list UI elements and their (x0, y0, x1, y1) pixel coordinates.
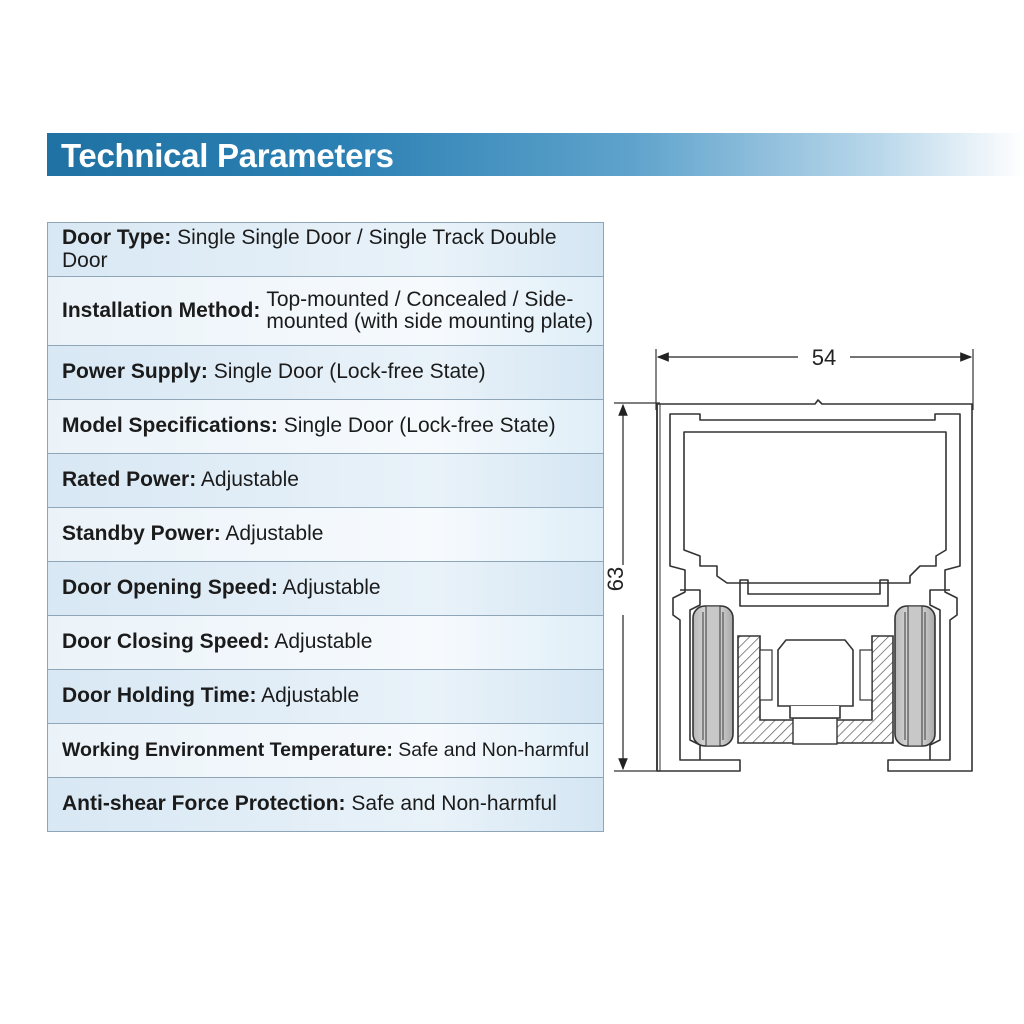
param-label: Standby Power: (62, 522, 221, 546)
param-row-working-temperature: Working Environment Temperature: Safe an… (47, 723, 604, 778)
param-label: Door Type: (62, 226, 172, 250)
param-label: Working Environment Temperature: (62, 739, 393, 762)
param-value: Safe and Non-harmful (398, 739, 590, 762)
hatched-carriage-bracket (737, 635, 894, 745)
height-dimension-label: 63 (603, 567, 628, 591)
param-row-installation-method: Installation Method:Top-mounted / Concea… (47, 276, 604, 346)
section-header-bar: Technical Parameters (47, 133, 1024, 176)
param-row-model-specifications: Model Specifications: Single Door (Lock-… (47, 399, 604, 454)
param-value: Adjustable (200, 468, 299, 492)
param-row-standby-power: Standby Power: Adjustable (47, 507, 604, 562)
param-row-rated-power: Rated Power: Adjustable (47, 453, 604, 508)
param-value: Adjustable (282, 576, 381, 600)
param-label: Installation Method: (62, 298, 261, 322)
param-row-anti-shear: Anti-shear Force Protection: Safe and No… (47, 777, 604, 832)
aluminum-profile (656, 399, 973, 772)
param-label: Door Opening Speed: (62, 576, 278, 600)
left-roller-wheel (692, 605, 734, 747)
param-label: Anti-shear Force Protection: (62, 792, 346, 816)
param-label: Door Holding Time: (62, 684, 257, 708)
param-row-door-holding-time: Door Holding Time: Adjustable (47, 669, 604, 724)
param-value: Single Door (Lock-free State) (283, 414, 556, 438)
param-label: Door Closing Speed: (62, 630, 270, 654)
param-row-door-closing-speed: Door Closing Speed: Adjustable (47, 615, 604, 670)
param-value: Single Door (Lock-free State) (213, 360, 486, 384)
width-dimension-label: 54 (812, 345, 836, 370)
param-value: Safe and Non-harmful (351, 792, 557, 816)
param-row-door-type: Door Type: Single Single Door / Single T… (47, 222, 604, 277)
param-label: Power Supply: (62, 360, 208, 384)
param-label: Model Specifications: (62, 414, 278, 438)
parameter-table: Door Type: Single Single Door / Single T… (47, 222, 604, 832)
width-dimension: 54 (655, 345, 974, 410)
param-value: Single Single Door / Single Track Double… (62, 226, 557, 272)
right-roller-wheel (894, 605, 936, 747)
param-value: Adjustable (274, 630, 373, 654)
profile-cross-section-drawing: 54 63 (603, 345, 974, 772)
section-title: Technical Parameters (61, 137, 394, 174)
param-label: Rated Power: (62, 468, 197, 492)
param-value: Top-mounted / Concealed / Side-mounted (… (266, 287, 594, 333)
param-value: Adjustable (225, 522, 324, 546)
center-guide-block (777, 639, 854, 719)
height-dimension: 63 (603, 402, 660, 772)
param-row-door-opening-speed: Door Opening Speed: Adjustable (47, 561, 604, 616)
param-value: Adjustable (261, 684, 360, 708)
param-row-power-supply: Power Supply: Single Door (Lock-free Sta… (47, 345, 604, 400)
